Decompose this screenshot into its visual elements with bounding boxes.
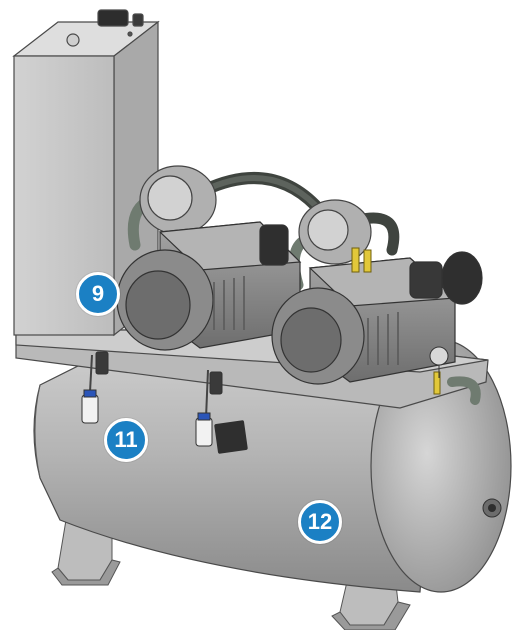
callout-marker-9: 9 bbox=[76, 272, 120, 316]
callout-marker-11: 11 bbox=[104, 418, 148, 462]
pressure-gauge bbox=[429, 346, 449, 378]
condensate-drains bbox=[81, 351, 223, 447]
vacuum-pump-2 bbox=[271, 251, 483, 385]
vacuum-pump-1 bbox=[116, 221, 302, 351]
callout-marker-12: 12 bbox=[298, 500, 342, 544]
yellow-valves bbox=[351, 247, 441, 395]
